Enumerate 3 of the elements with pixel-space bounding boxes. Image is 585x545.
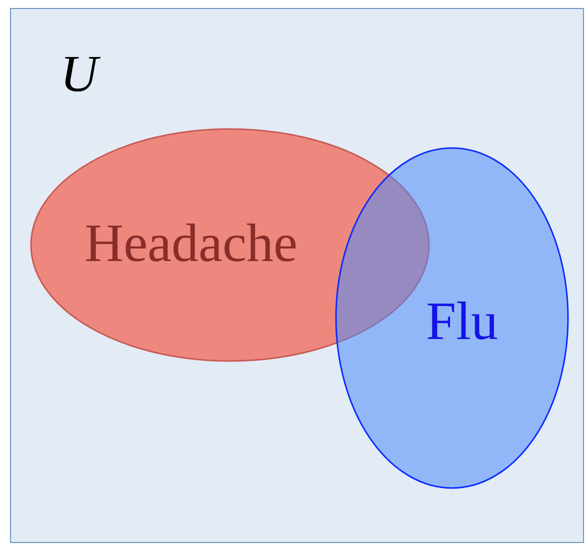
set-label: Headache	[84, 216, 298, 270]
set-label: Flu	[426, 294, 498, 348]
universe-box	[10, 8, 584, 543]
